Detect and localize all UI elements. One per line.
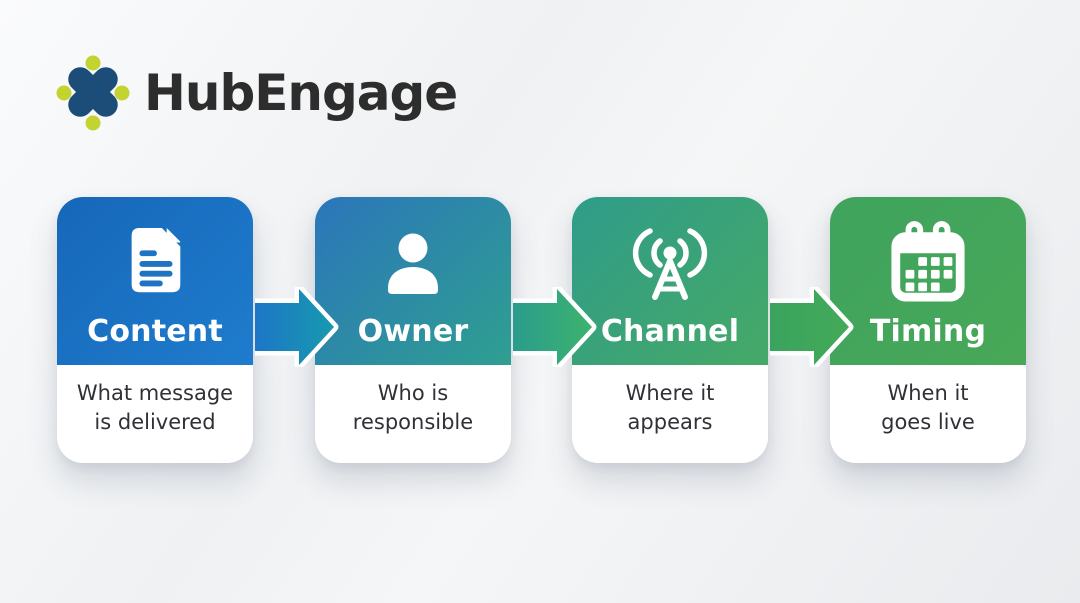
logo-text: HubEngage xyxy=(144,64,458,122)
person-icon xyxy=(373,217,453,309)
step-title: Channel xyxy=(600,314,740,349)
step-card-owner-header: Owner xyxy=(315,197,511,365)
document-icon xyxy=(118,217,192,309)
step-card-timing: Timing When it goes live xyxy=(830,197,1026,463)
hubengage-logo: HubEngage xyxy=(56,54,458,132)
step-card-content-body: What message is delivered xyxy=(57,365,253,463)
step-title: Content xyxy=(87,314,223,349)
step-description: What message is delivered xyxy=(76,381,234,434)
flow-arrow-3 xyxy=(770,287,854,367)
calendar-icon xyxy=(889,217,967,309)
step-card-timing-header: Timing xyxy=(830,197,1026,365)
step-card-content-header: Content xyxy=(57,197,253,365)
step-card-timing-body: When it goes live xyxy=(830,365,1026,463)
broadcast-tower-icon xyxy=(624,217,716,309)
step-card-owner-body: Who is responsible xyxy=(315,365,511,463)
step-description: Where it appears xyxy=(625,381,715,434)
step-card-channel: Channel Where it appears xyxy=(572,197,768,463)
step-card-owner: Owner Who is responsible xyxy=(315,197,511,463)
step-card-channel-header: Channel xyxy=(572,197,768,365)
step-title: Owner xyxy=(357,314,469,349)
step-description: When it goes live xyxy=(881,381,975,434)
step-card-channel-body: Where it appears xyxy=(572,365,768,463)
hubengage-mark-icon xyxy=(56,55,130,131)
flow-arrow-2 xyxy=(513,287,597,367)
step-title: Timing xyxy=(869,314,987,349)
step-description: Who is responsible xyxy=(352,381,474,434)
flow-arrow-1 xyxy=(255,287,339,367)
step-card-content: Content What message is delivered xyxy=(57,197,253,463)
